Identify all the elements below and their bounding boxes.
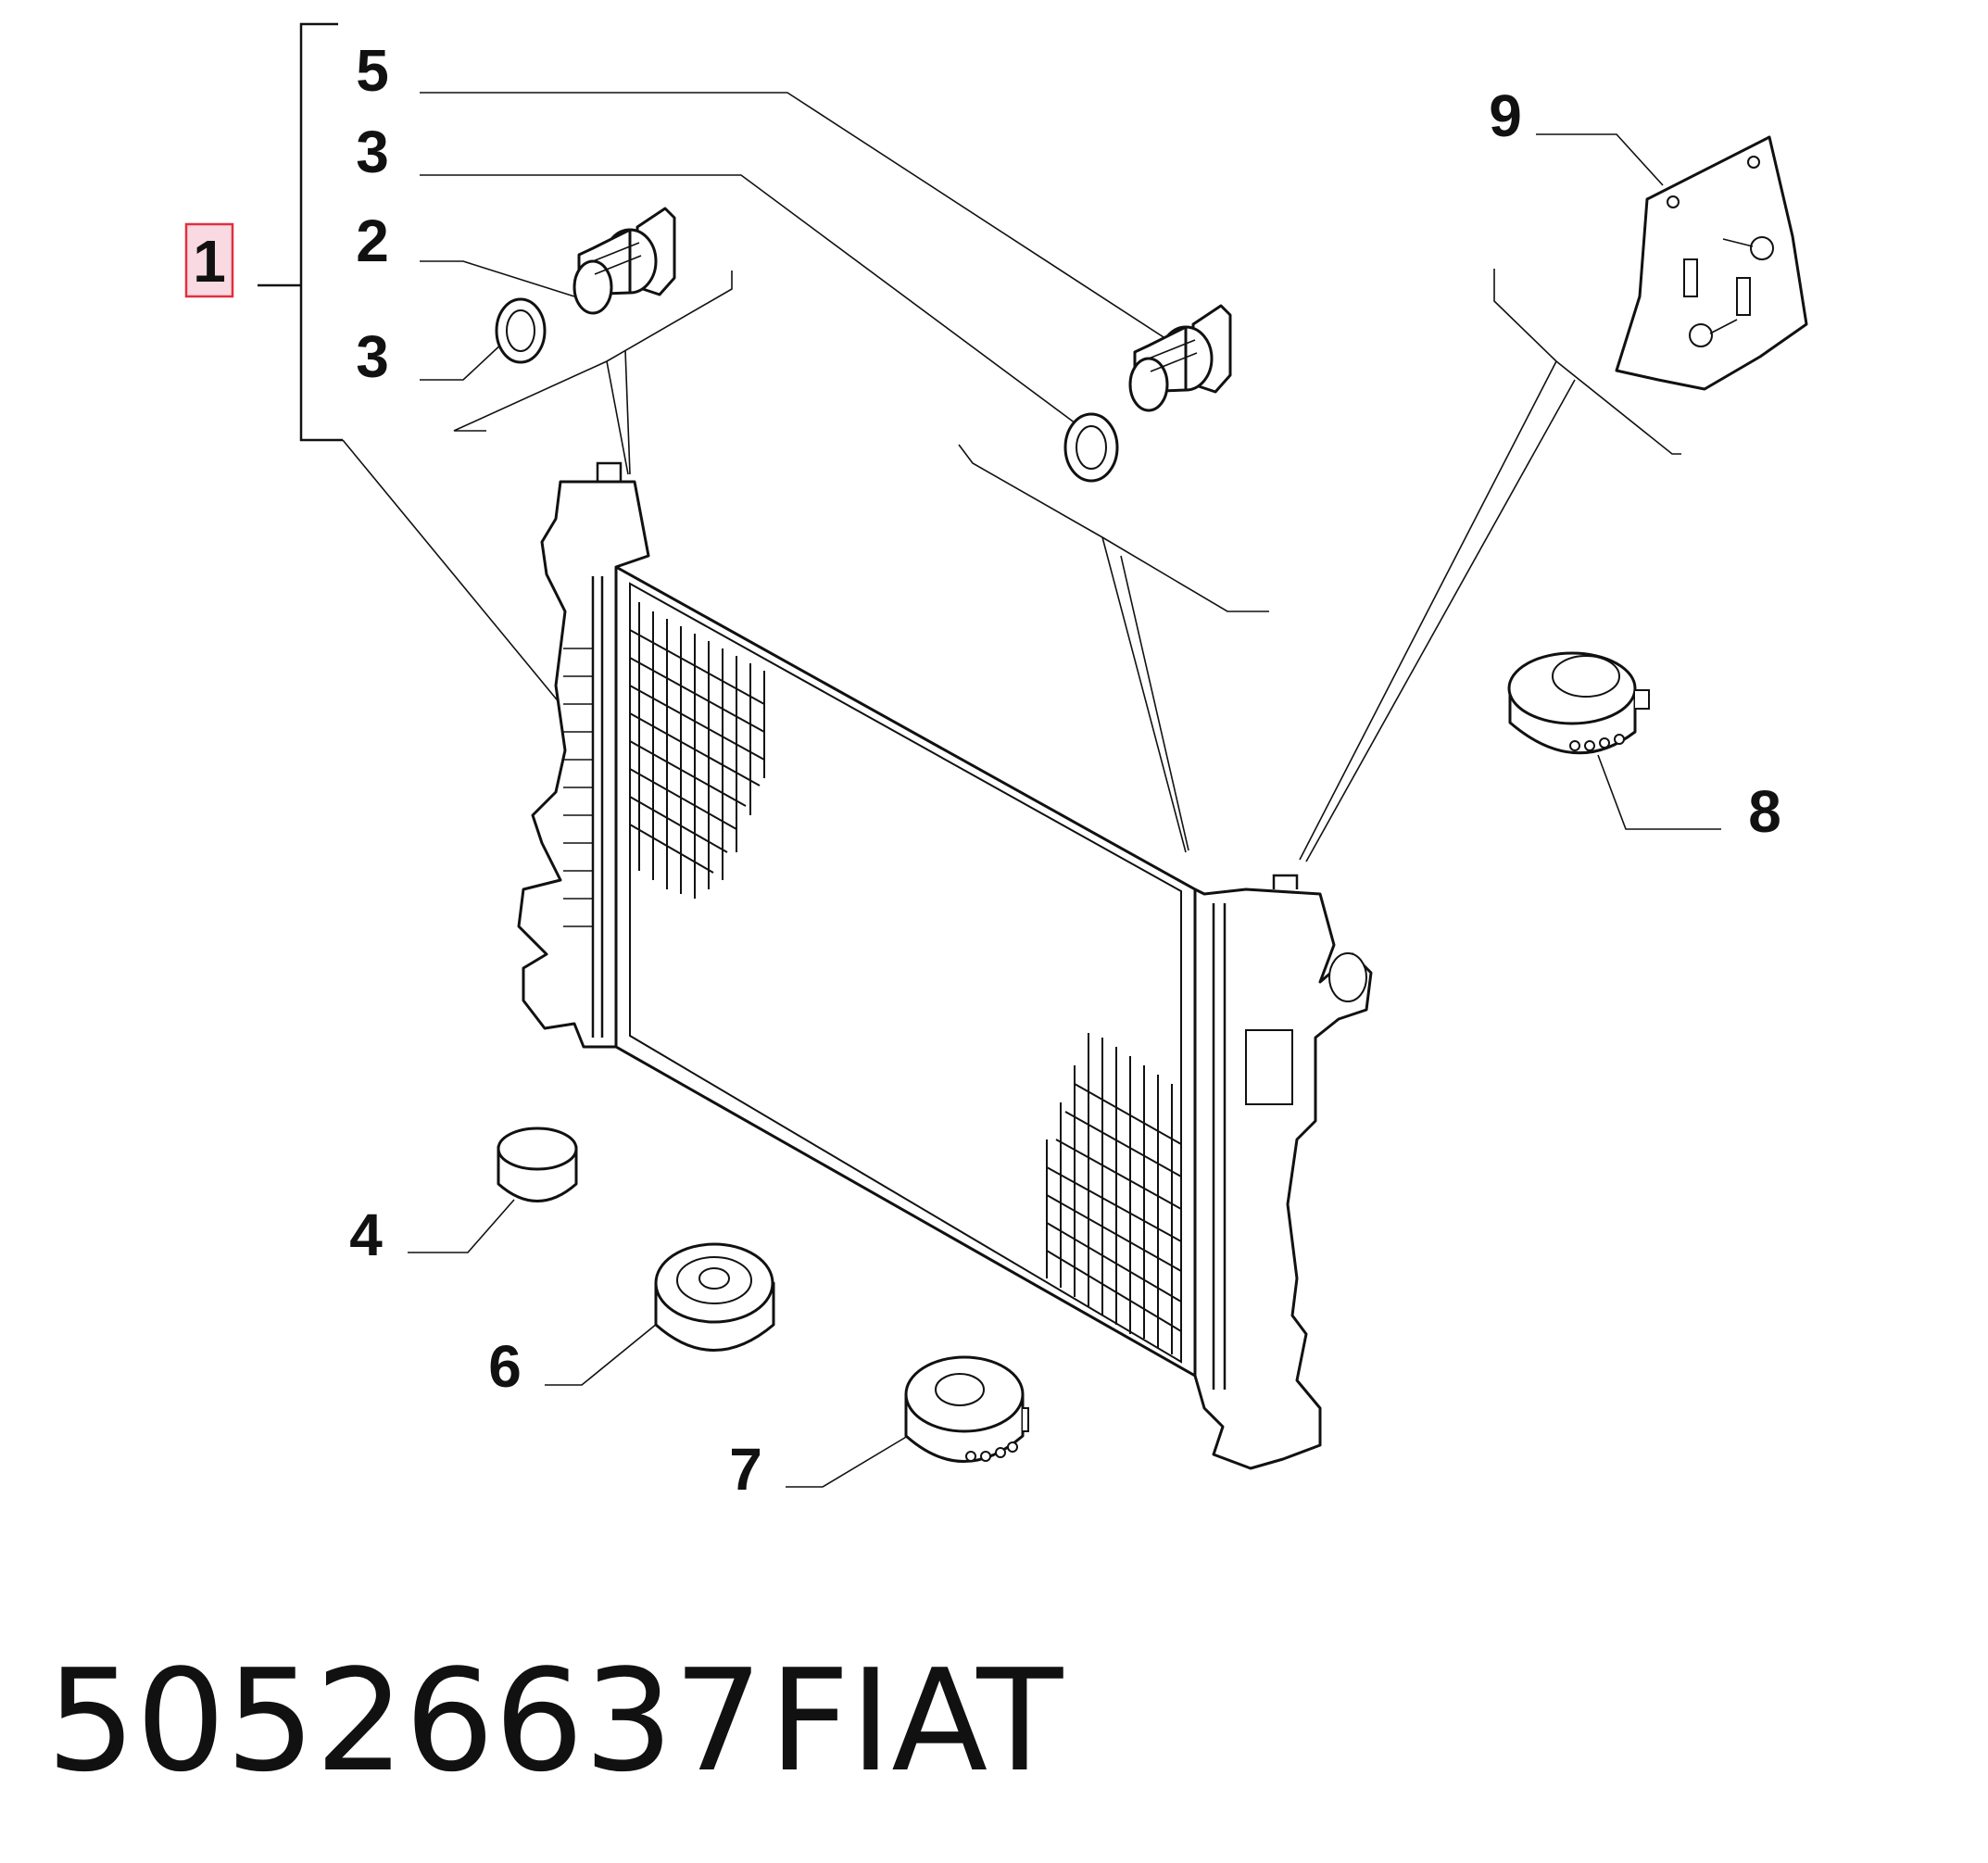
radiator [517,461,1373,1470]
callout-1[interactable]: 1 [193,228,226,295]
mount-part-8 [1507,651,1650,755]
callout-numbers: 1 5 3 2 3 9 8 4 6 7 [184,37,1781,1503]
mount-part-7 [904,1355,1029,1463]
callout-9[interactable]: 9 [1489,82,1522,149]
bolt-part-5 [1128,304,1232,412]
part-number: 50526637 [46,1639,763,1803]
core-mesh-bottom [1046,1033,1182,1354]
bolt-part-2 [572,207,676,315]
washer-part-3-right [1063,412,1119,483]
callout-3-top[interactable]: 3 [356,119,389,185]
mount-part-6 [654,1242,775,1352]
callout-4[interactable]: 4 [349,1202,383,1268]
callout-2[interactable]: 2 [356,208,389,274]
callout-6[interactable]: 6 [488,1333,522,1400]
washer-part-3-left [495,297,547,364]
callout-1-highlight [184,222,234,298]
callout-3-bottom[interactable]: 3 [356,323,389,390]
fastener-kit-bag-part-9 [1615,135,1808,391]
core-mesh-top [629,602,765,899]
callout-8[interactable]: 8 [1748,778,1781,845]
callout-5[interactable]: 5 [356,37,389,104]
callout-7[interactable]: 7 [729,1436,762,1503]
brand-name: FIAT [769,1639,1063,1803]
grommet-part-4 [497,1127,578,1202]
group-bracket [258,22,343,442]
leader-lines [342,92,1721,1488]
